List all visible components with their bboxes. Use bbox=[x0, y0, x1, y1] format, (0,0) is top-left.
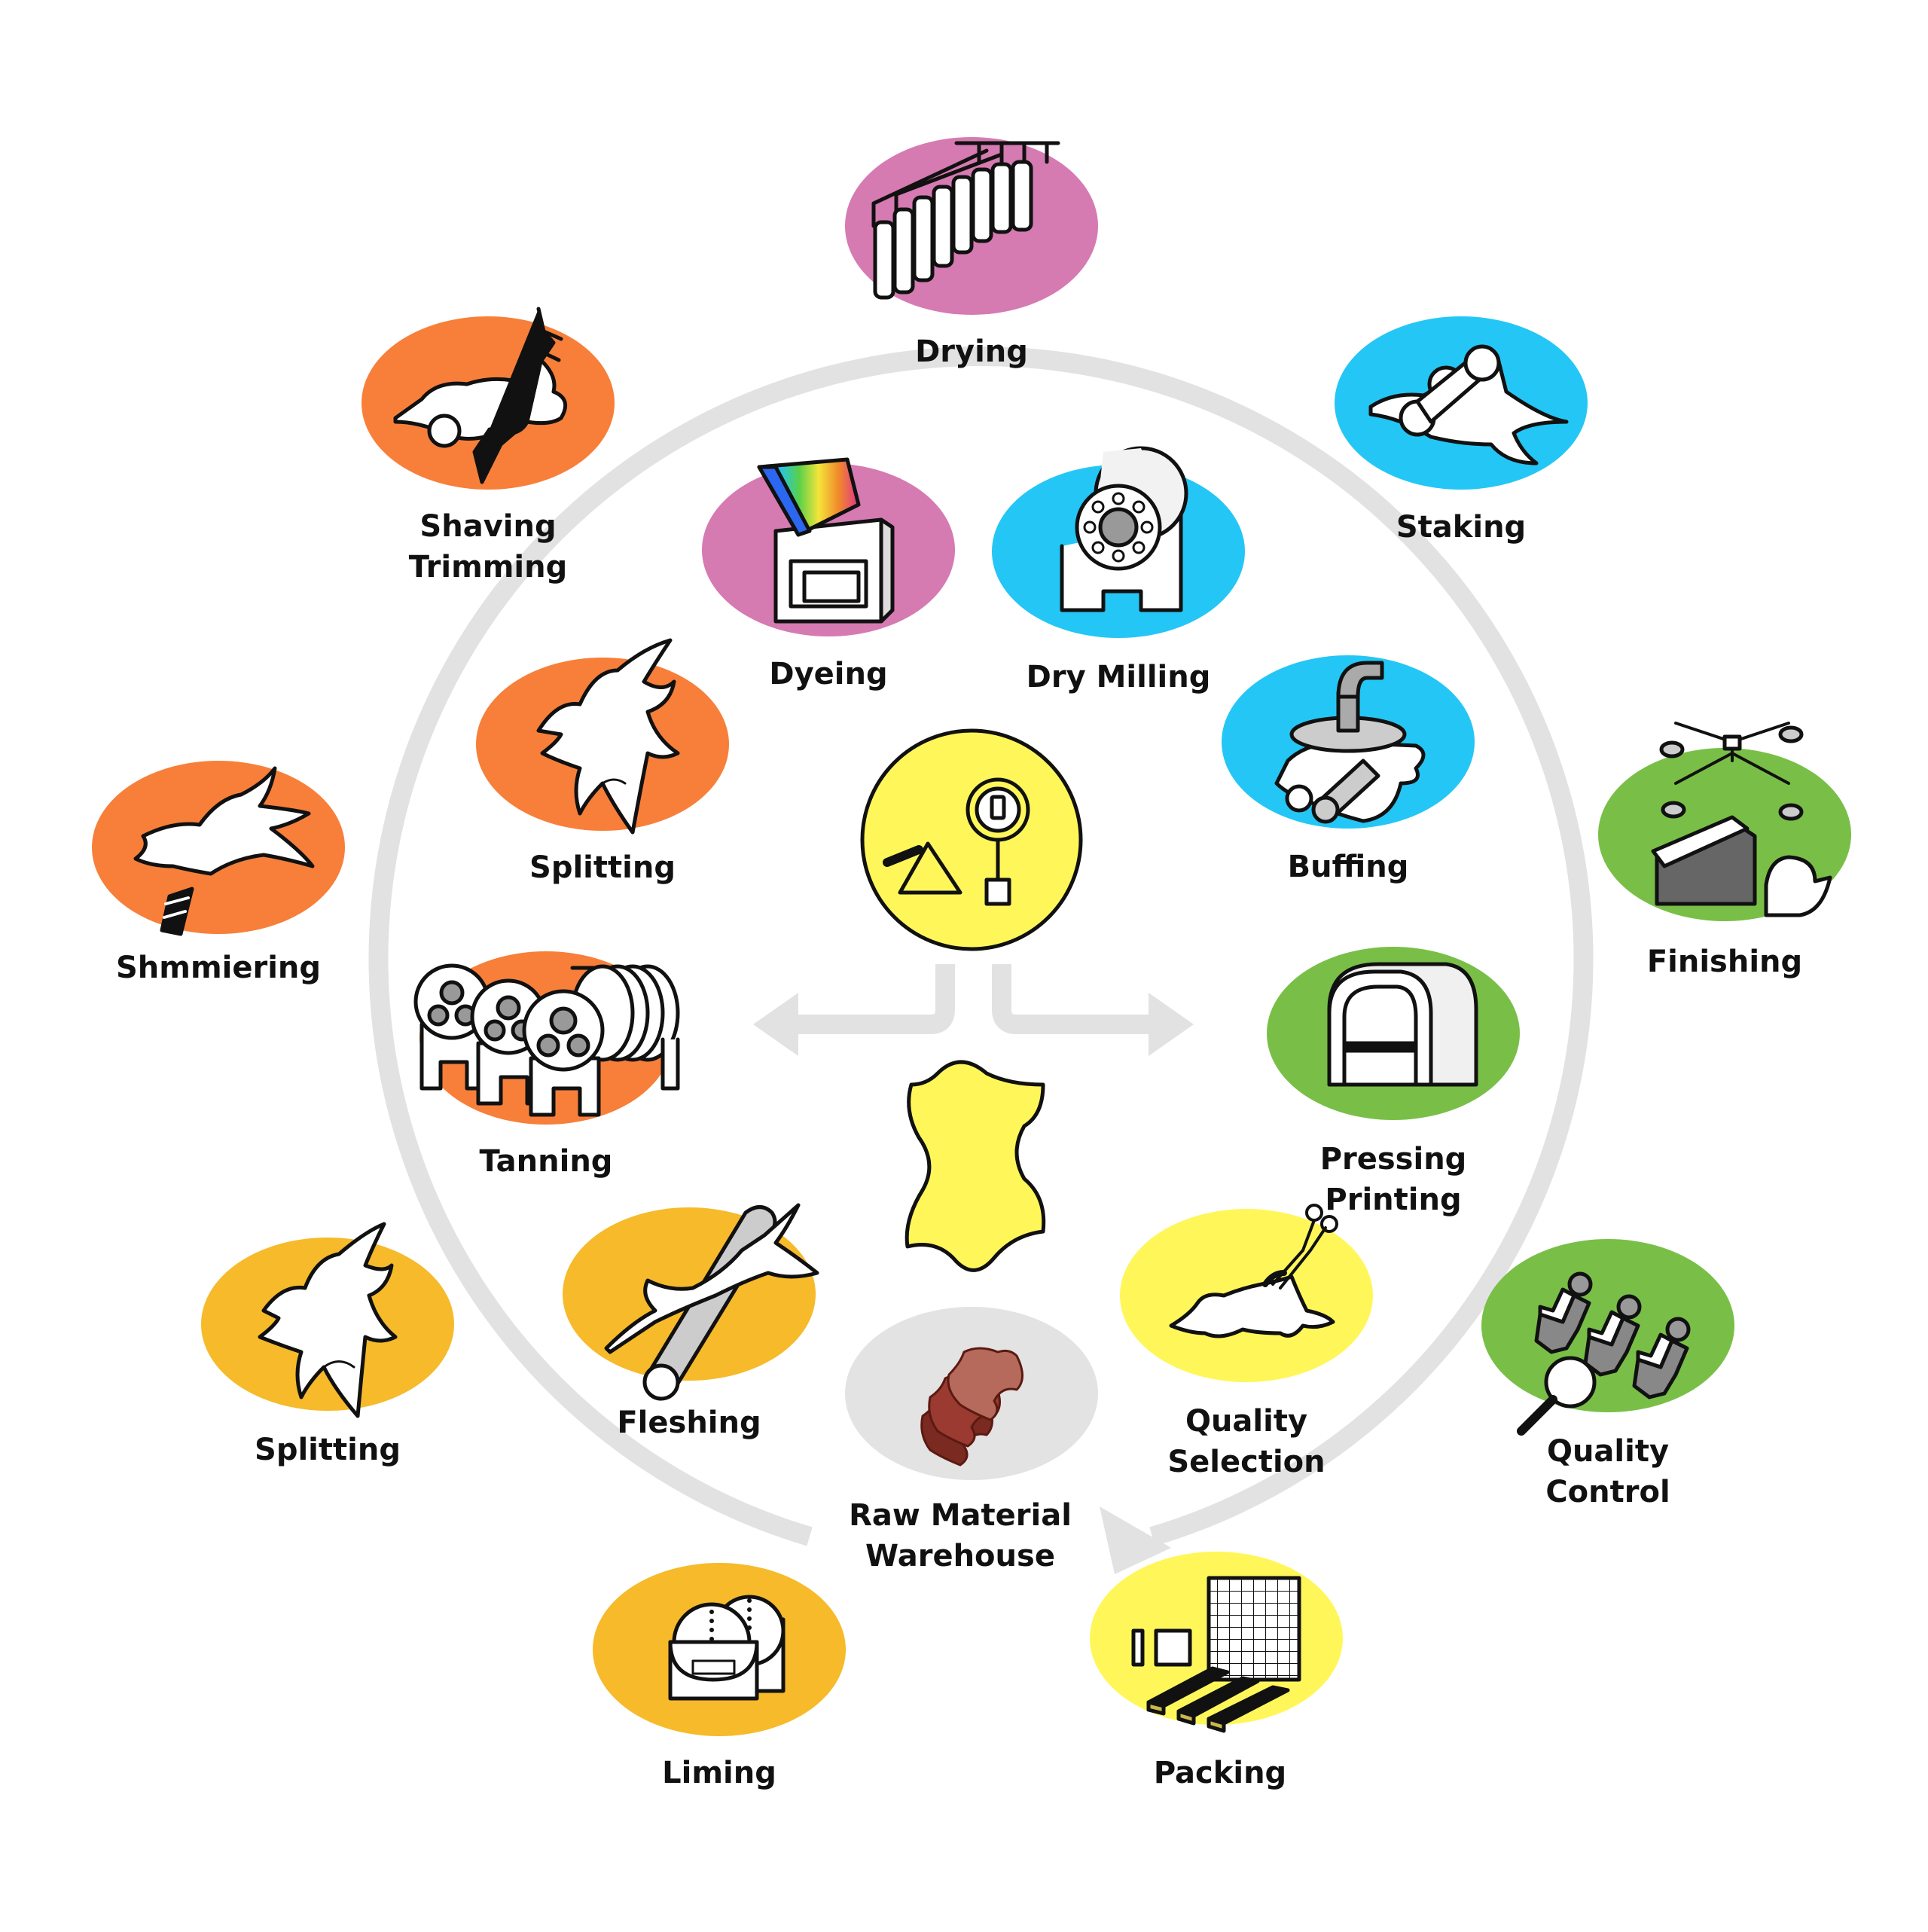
label-splitting-2: Splitting bbox=[255, 1433, 401, 1467]
magnifier-pieces-icon bbox=[1517, 1271, 1691, 1436]
milling-drum-icon bbox=[1060, 446, 1188, 612]
label-dry-milling: Dry Milling bbox=[1026, 660, 1211, 694]
label-packing: Packing bbox=[1153, 1756, 1287, 1790]
scissors-hide-icon bbox=[1169, 1204, 1338, 1338]
label-finishing: Finishing bbox=[1646, 945, 1803, 979]
label-drying: Drying bbox=[915, 334, 1028, 369]
fleshing-roller-icon bbox=[604, 1203, 819, 1401]
tanning-drums-icon bbox=[413, 963, 680, 1117]
label-tanning: Tanning bbox=[479, 1144, 613, 1179]
label-shmmiering: Shmmiering bbox=[115, 951, 322, 985]
label-dyeing: Dyeing bbox=[769, 657, 888, 691]
label-buffing: Buffing bbox=[1287, 850, 1409, 884]
raw-hides-icon bbox=[920, 1347, 1023, 1467]
liming-drum-icon bbox=[668, 1595, 786, 1701]
spray-finishing-icon bbox=[1651, 722, 1832, 917]
dye-machine-icon bbox=[757, 457, 895, 624]
leather-hide-icon bbox=[905, 1060, 1046, 1272]
label-fleshing: Fleshing bbox=[617, 1406, 761, 1440]
hide-icon bbox=[536, 638, 680, 835]
center-circle bbox=[860, 728, 1083, 951]
hide-blade-icon bbox=[133, 766, 315, 936]
hide-icon bbox=[258, 1222, 398, 1418]
shaving-hide-icon bbox=[393, 307, 568, 484]
label-splitting-1: Splitting bbox=[529, 850, 676, 885]
inspection-tools-icon bbox=[883, 777, 1030, 906]
label-liming: Liming bbox=[662, 1756, 776, 1790]
process-flow-ring bbox=[368, 346, 1594, 1574]
label-staking: Staking bbox=[1396, 510, 1527, 545]
hanging-dryer-icon bbox=[871, 141, 1060, 300]
buffing-machine-icon bbox=[1274, 661, 1426, 824]
pallet-grid-icon bbox=[1131, 1576, 1301, 1733]
staking-rollers-icon bbox=[1368, 344, 1569, 465]
center-split-arrows bbox=[753, 964, 1194, 1056]
press-machine-icon bbox=[1327, 962, 1478, 1087]
